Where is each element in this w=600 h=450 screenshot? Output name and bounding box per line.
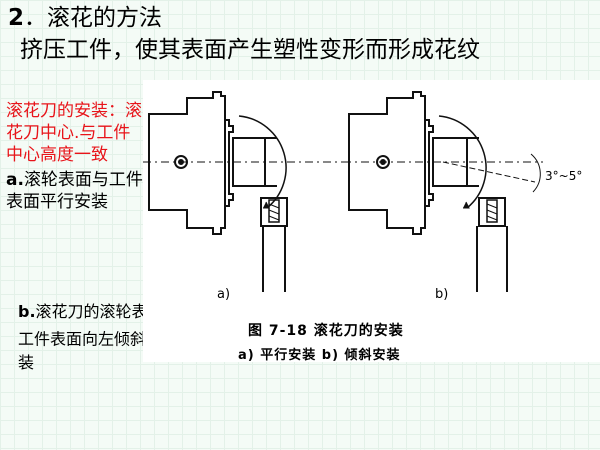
diagram-b: [343, 91, 543, 292]
rotation-arrow-b: [463, 201, 470, 209]
knurl-hatch-a3: [268, 215, 280, 221]
diagram-a: [143, 91, 343, 292]
rotation-arc-b: [438, 115, 487, 209]
workpiece-ends-a: [265, 137, 277, 187]
tilt-line-b: [442, 161, 536, 183]
tilted-note-label: b.: [18, 302, 36, 321]
title-heading: 滚花的方法: [47, 5, 163, 31]
knurl-hatch-b2: [486, 209, 498, 215]
angle-arc-b: [530, 153, 541, 193]
title-separator: ．: [24, 5, 48, 31]
installation-note: 滚花刀的安装：滚花刀中心.与工件中心高度一致: [6, 101, 142, 165]
knurl-holder-a: [260, 197, 288, 227]
title-number: 2: [8, 5, 25, 31]
slide-subtitle: 挤压工件，使其表面产生塑性变形而形成花纹: [20, 37, 480, 63]
knurl-wheel-a: [268, 199, 280, 223]
sidebar-notes: 滚花刀的安装：滚花刀中心.与工件中心高度一致 a.滚轮表面与工件表面平行安装: [6, 100, 146, 213]
chuck-key-b: [376, 155, 390, 169]
tool-shank-b: [476, 226, 508, 292]
knurl-hatch-b3: [486, 215, 498, 221]
tool-shank-a: [262, 226, 286, 292]
angle-label: 3°~5°: [545, 169, 582, 183]
parallel-note: a.滚轮表面与工件表面平行安装: [6, 169, 146, 213]
knurl-wheel-b: [486, 199, 498, 223]
chuck-jaws-a: [225, 119, 234, 207]
chuck-b: [348, 91, 426, 235]
slide-title: 2．滚花的方法: [8, 4, 162, 32]
label-a: a): [217, 287, 230, 302]
chuck-a: [148, 91, 226, 235]
figure-paper: [143, 80, 600, 362]
knurl-hatch-a1: [268, 203, 280, 209]
knurling-figure: a) 3°~5° b): [143, 80, 600, 362]
knurl-hatch-b1: [486, 203, 498, 209]
knurl-hatch-a2: [268, 209, 280, 215]
knurl-holder-b: [478, 197, 506, 227]
rotation-arc-a: [238, 115, 287, 209]
figure-subcaption: a) 平行安装 b) 倾斜安装: [238, 348, 401, 363]
parallel-note-label: a.: [6, 170, 24, 190]
figure-caption: 图 7-18 滚花刀的安装: [248, 323, 404, 339]
parallel-note-text: 滚轮表面与工件表面平行安装: [6, 170, 143, 212]
label-b: b): [435, 287, 448, 302]
chuck-jaws-b: [425, 119, 434, 207]
